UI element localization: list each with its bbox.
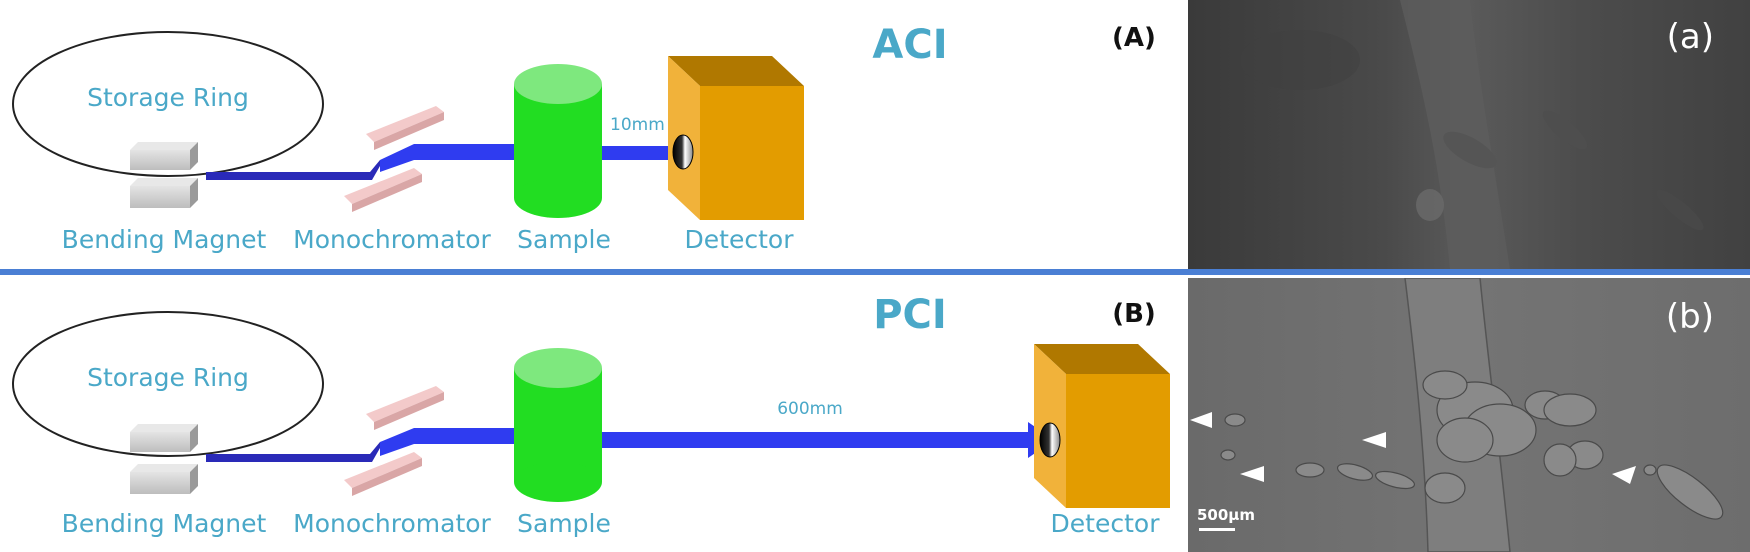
storage-ring-top (12, 31, 324, 177)
storage-ring-bottom (12, 311, 324, 457)
image-a: (a) (1188, 0, 1750, 270)
monochromator-label-top: Monochromator (293, 225, 491, 254)
mode-title-top: ACI (872, 22, 947, 68)
beam-top-1 (206, 160, 380, 180)
sample-label-bottom: Sample (517, 509, 611, 538)
sample-label-top: Sample (517, 225, 611, 254)
image-tag-a: (a) (1667, 17, 1714, 57)
aci-schematic: Storage Ring 10mm (12, 22, 1156, 254)
scale-bar-label: 500μm (1197, 506, 1255, 524)
sample-bottom (514, 348, 602, 502)
distance-label-top: 10mm (610, 115, 665, 135)
sample-top (514, 64, 602, 218)
beam-bottom-arrow (602, 422, 1054, 458)
monochromator-label-bottom: Monochromator (293, 509, 491, 538)
image-b: (b) 500μm (1188, 278, 1750, 552)
beam-bottom-1 (206, 442, 380, 462)
bending-magnet-label-bottom: Bending Magnet (62, 509, 267, 538)
image-tag-b: (b) (1666, 297, 1714, 337)
detector-label-bottom: Detector (1051, 509, 1161, 538)
storage-ring-label-bottom: Storage Ring (87, 363, 249, 392)
beam-bottom-2 (380, 428, 514, 456)
mode-title-bottom: PCI (873, 292, 947, 338)
bending-magnet-top (130, 142, 198, 208)
scale-bar (1199, 528, 1235, 531)
panel-tag-top: (A) (1112, 23, 1156, 53)
storage-ring-label-top: Storage Ring (87, 83, 249, 112)
panel-tag-bottom: (B) (1112, 299, 1156, 329)
detector-top (668, 56, 804, 220)
detector-label-top: Detector (685, 225, 795, 254)
bending-magnet-bottom (130, 424, 198, 494)
distance-label-bottom: 600mm (777, 399, 843, 419)
monochromator-top (344, 106, 444, 212)
panel-divider (0, 269, 1750, 275)
pci-schematic: Storage Ring 600mm (12, 292, 1170, 538)
beam-top-2 (380, 144, 514, 172)
monochromator-bottom (344, 386, 444, 496)
bending-magnet-label-top: Bending Magnet (62, 225, 267, 254)
detector-bottom (1034, 344, 1170, 508)
